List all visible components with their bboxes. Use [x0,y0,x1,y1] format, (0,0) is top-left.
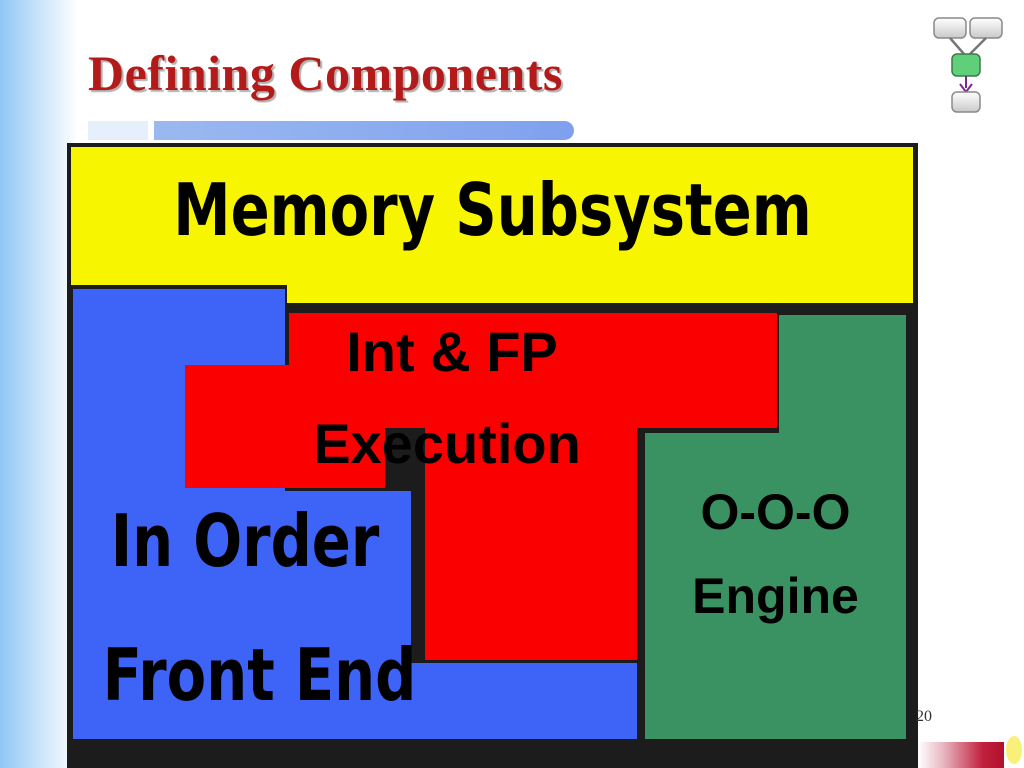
execution-region-left [185,365,385,488]
page-number: 20 [916,708,932,725]
slide-title: Defining Components [88,45,563,101]
ooo-engine-label-line2: Engine [692,568,859,624]
memory-subsystem-region [71,147,913,285]
memory-subsystem-label: Memory Subsystem [173,168,812,252]
title-underline-bar [88,121,574,140]
flow-box-top-left [933,17,967,39]
execution-label-line2: Execution [313,412,581,475]
left-gradient-band [0,0,78,768]
front-end-region-bottom [73,663,637,739]
execution-region-bottom [425,425,637,660]
flow-box-top-right [969,17,1003,39]
ooo-engine-region-top [779,315,906,433]
memory-subsystem-region-lower [287,285,913,303]
front-end-label-line1: In Order [110,499,380,583]
execution-label-line1: Int & FP [346,320,558,383]
ooo-engine-label-line1: O-O-O [700,484,851,540]
cpu-components-diagram: Memory Subsystem Int & FP Execution O-O-… [67,143,918,768]
flow-box-bottom [951,91,981,113]
flowchart-icon [933,17,1003,113]
footer-dot [1006,736,1022,764]
flow-box-middle [951,53,981,77]
front-end-label-line2: Front End [102,633,417,717]
footer-gradient-bar [918,742,1004,768]
ooo-engine-region-bottom [645,433,906,739]
